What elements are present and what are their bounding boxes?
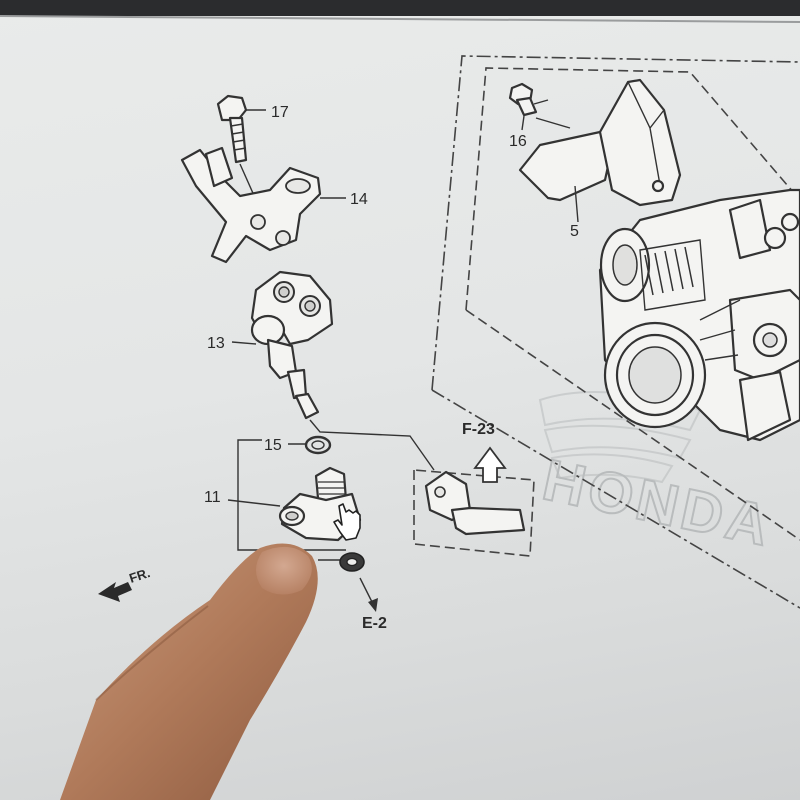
honda-watermark: HONDA	[536, 446, 779, 560]
callout-16: 16	[509, 133, 527, 150]
reference-box-f23	[413, 446, 535, 557]
pointing-finger	[60, 543, 318, 800]
reference-e2: E-2	[362, 615, 387, 632]
svg-text:HONDA: HONDA	[537, 447, 778, 559]
front-direction-arrow	[98, 582, 132, 602]
reference-f23: F-23	[462, 421, 495, 438]
screw-part	[508, 82, 571, 131]
washer-part	[339, 552, 365, 572]
leader-lines	[227, 419, 435, 612]
mounting-bracket-part	[180, 146, 346, 264]
callout-14: 14	[350, 191, 368, 208]
sensor-holder-part	[231, 270, 334, 420]
callout-11: 11	[204, 489, 221, 506]
callout-17: 17	[271, 104, 289, 121]
hand-cursor-icon	[333, 503, 361, 541]
throttle-body-assembly	[598, 188, 800, 442]
front-direction-label: FR.	[127, 565, 152, 586]
monitor-bezel	[0, 0, 800, 16]
cover-bracket-part	[518, 78, 682, 223]
throttle-body-group-frame	[431, 55, 800, 609]
callout-13: 13	[207, 335, 225, 352]
callout-5: 5	[570, 223, 579, 240]
o-ring-part	[304, 435, 332, 455]
callout-15: 15	[264, 437, 282, 454]
bezel-edge	[0, 15, 800, 23]
